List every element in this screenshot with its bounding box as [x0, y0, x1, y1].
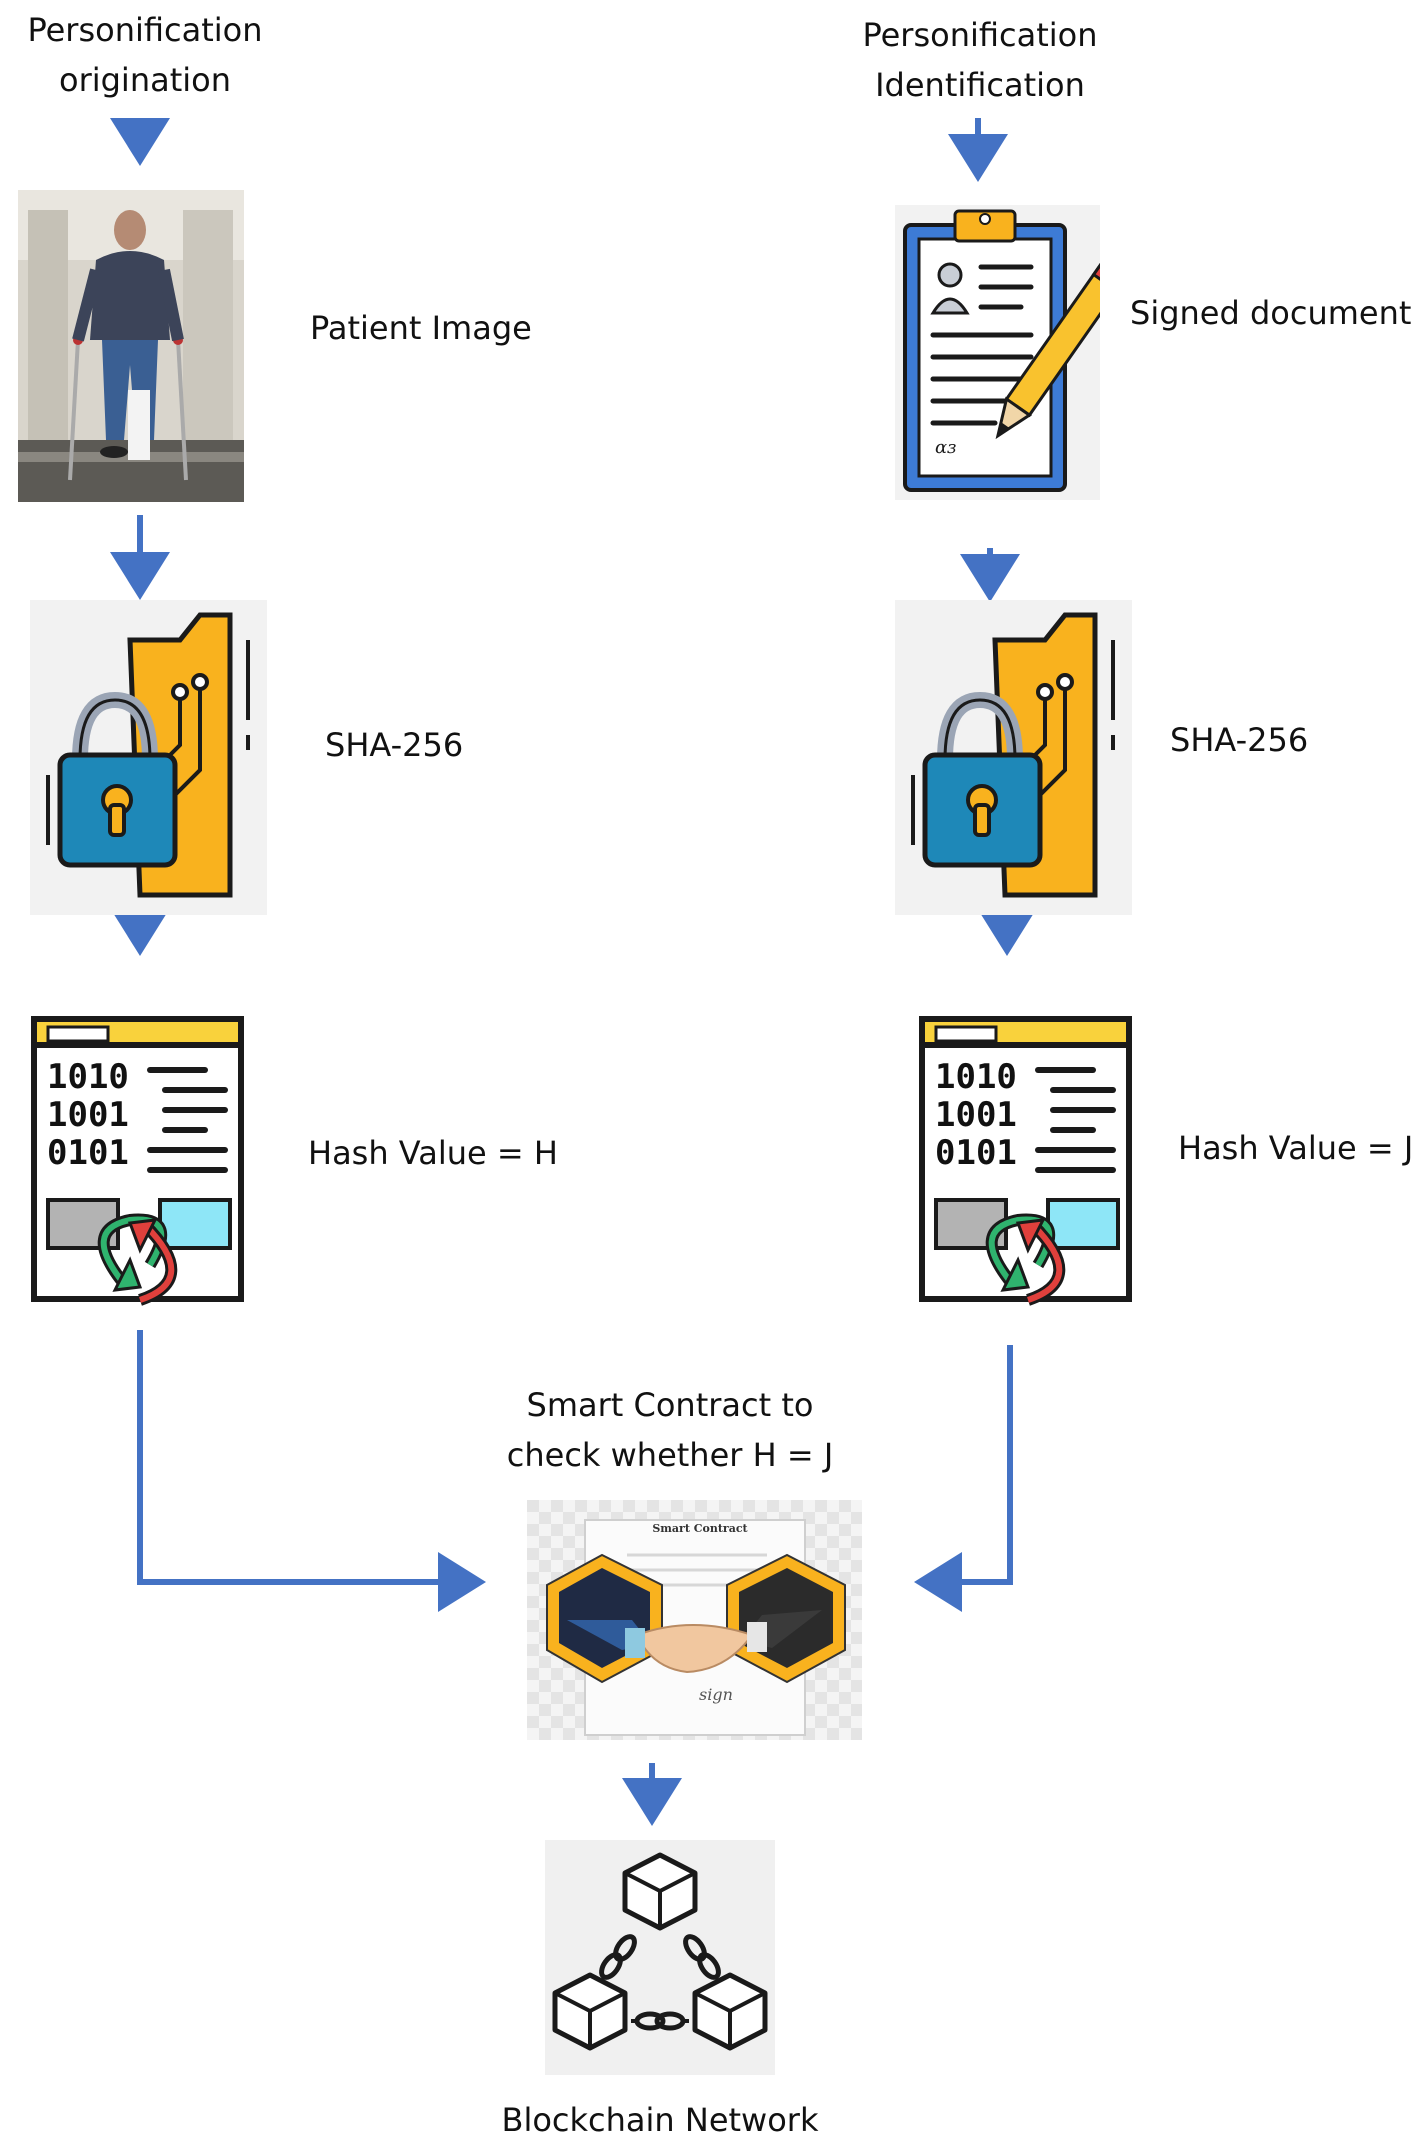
binary-rows-right: 1010 1001 0101: [935, 1058, 1025, 1172]
patient-photo: [18, 190, 244, 502]
svg-text:ɑɜ: ɑɜ: [935, 437, 956, 458]
hash-value-h-label: Hash Value = H: [308, 1134, 558, 1172]
binary-rows-left: 1010 1001 0101: [47, 1058, 137, 1172]
binary-row: 1010: [47, 1057, 129, 1097]
signed-document-icon: ɑɜ: [895, 205, 1130, 500]
contract-signature: sign: [699, 1685, 733, 1704]
right-flow-title: Personification Identification: [862, 16, 1098, 104]
binary-row: 1010: [935, 1057, 1017, 1097]
binary-row: 0101: [935, 1133, 1017, 1173]
left-flow-title: Personification origination: [27, 11, 263, 99]
encryption-folder-lock-icon-right: [895, 600, 1132, 915]
hash-value-j-label: Hash Value = J: [1178, 1129, 1414, 1167]
hash-file-icon-right: [918, 1015, 1133, 1330]
binary-row: 0101: [47, 1133, 129, 1173]
sha-256-label-right: SHA-256: [1170, 721, 1309, 759]
hash-file-icon-left: [30, 1015, 245, 1330]
patient-image-label: Patient Image: [310, 309, 532, 347]
smart-contract-handshake-icon: sign: [527, 1500, 862, 1740]
arrow-hash-h-to-contract: [137, 1330, 486, 1612]
smart-contract-label: Smart Contract to check whether H = J: [506, 1386, 834, 1474]
sha-256-label-left: SHA-256: [325, 726, 464, 764]
binary-row: 1001: [47, 1095, 129, 1135]
blockchain-network-icon: [545, 1840, 775, 2075]
blockchain-network-label: Blockchain Network: [501, 2101, 819, 2139]
encryption-folder-lock-icon-left: [30, 600, 267, 915]
arrow-hash-j-to-contract: [914, 1345, 1013, 1612]
signed-document-label: Signed document: [1130, 294, 1412, 332]
binary-row: 1001: [935, 1095, 1017, 1135]
smart-contract-doc-title: Smart Contract: [652, 1522, 748, 1535]
